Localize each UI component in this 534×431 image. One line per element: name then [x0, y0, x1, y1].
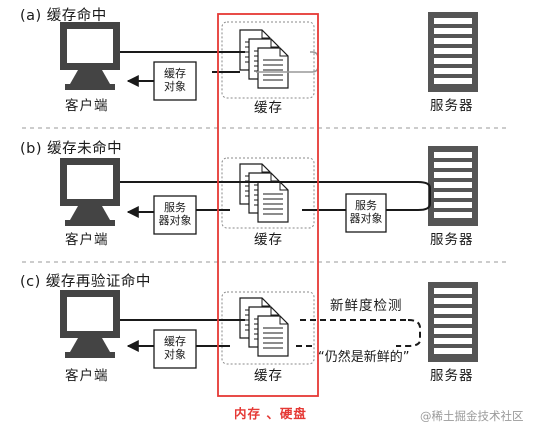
section-a-title: (a) 缓存命中: [20, 8, 107, 24]
watermark: @稀土掘金技术社区: [420, 409, 524, 423]
server-icon: [428, 146, 478, 226]
client-computer-icon: [60, 22, 120, 90]
server-object-text: 服务 器对象: [349, 199, 383, 225]
server-label: 服务器: [430, 232, 474, 248]
server-label: 服务器: [430, 368, 474, 384]
cached-object-box: [153, 329, 197, 369]
server-object-text: 服务 器对象: [158, 201, 192, 227]
client-label: 客户端: [65, 98, 109, 114]
client-computer-icon: [60, 158, 120, 226]
section-b-title: (b) 缓存未命中: [20, 141, 123, 157]
cache-box: [221, 21, 315, 99]
server-response-line: [380, 181, 431, 211]
section-b-miss: [60, 146, 478, 235]
cached-object-text: 缓存 对象: [164, 67, 186, 93]
client-label: 客户端: [65, 232, 109, 248]
section-c-revalidate: [60, 282, 478, 369]
cache-label: 缓存: [254, 232, 283, 248]
check-return-line: [396, 319, 421, 347]
memory-disk-label: 内存 、硬盘: [234, 406, 307, 421]
cache-box: [221, 157, 315, 229]
memory-disk-highlight: [217, 13, 319, 397]
client-computer-icon: [60, 290, 120, 358]
section-a-hit: [60, 12, 478, 101]
cache-label: 缓存: [254, 100, 283, 116]
server-icon: [428, 12, 478, 92]
still-fresh-label: “仍然是新鲜的”: [318, 350, 410, 365]
section-c-title: (c) 缓存再验证命中: [20, 274, 151, 290]
server-label: 服务器: [430, 98, 474, 114]
server-icon: [428, 282, 478, 362]
cache-label: 缓存: [254, 368, 283, 384]
client-label: 客户端: [65, 368, 109, 384]
documents-icon: [240, 164, 288, 222]
server-object-box-client: [153, 195, 197, 235]
freshness-check-label: 新鲜度检测: [330, 298, 403, 314]
documents-icon: [240, 30, 288, 88]
cached-object-text: 缓存 对象: [164, 335, 186, 361]
cache-box: [221, 291, 315, 365]
server-object-box: [345, 193, 387, 233]
documents-icon: [240, 298, 288, 356]
